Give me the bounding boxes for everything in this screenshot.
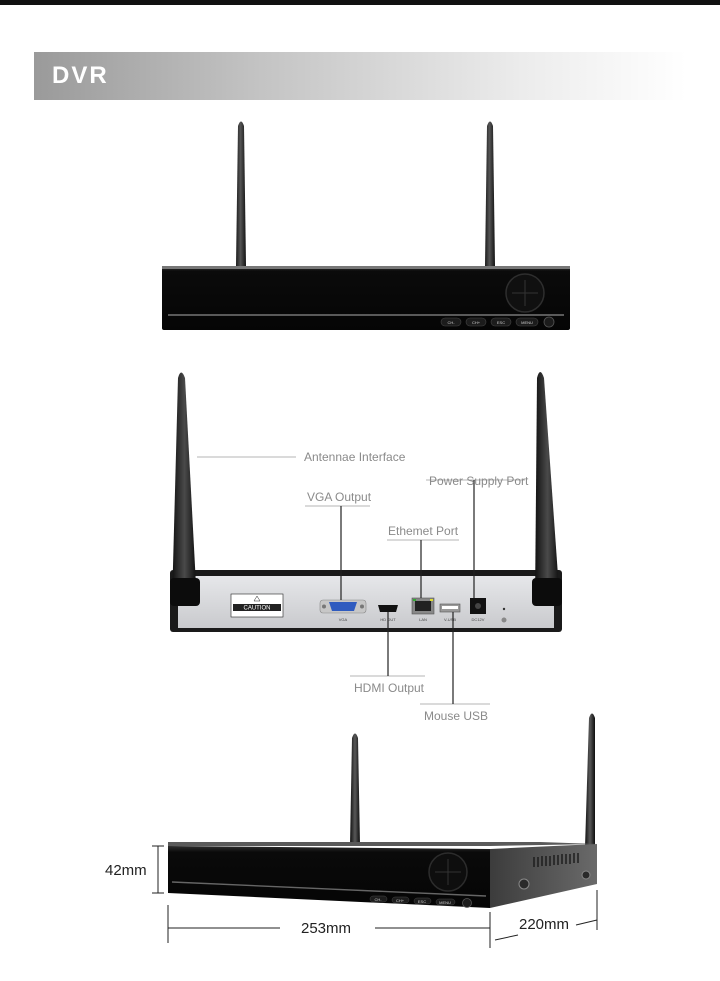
side-screw-icon: [518, 878, 530, 890]
ethernet-port-icon: LAN: [411, 597, 435, 622]
button-label-ch-plus: CH+: [472, 320, 481, 325]
callout-vga-output: VGA Output: [307, 490, 372, 504]
side-vents-icon: [533, 853, 579, 867]
rear-antenna-right: [535, 372, 560, 604]
dvr-rear-view: CAUTION VGA HD OUT LAN V-USB DC12V: [170, 372, 562, 705]
port-label-usb: V-USB: [444, 617, 456, 622]
port-label-lan: LAN: [419, 617, 427, 622]
caution-label: CAUTION: [244, 606, 271, 612]
dimension-height: 42mm: [105, 862, 147, 879]
callout-mouse-usb: Mouse USB: [424, 709, 489, 723]
power-button-icon: [543, 316, 555, 328]
callout-antennae-interface: Antennae Interface: [304, 450, 406, 464]
power-port-icon: DC12V: [470, 598, 486, 622]
button-label-menu: MENU: [521, 320, 533, 325]
perspective-direction-pad: [428, 852, 468, 892]
banner-title: DVR: [52, 62, 109, 89]
caution-sticker: CAUTION: [230, 593, 284, 618]
perspective-side-face: [490, 844, 597, 908]
antenna-left: [236, 121, 246, 266]
perspective-button-esc: ESC: [418, 899, 426, 904]
usb-port-icon: V-USB: [439, 603, 461, 622]
antenna-right: [485, 121, 495, 266]
perspective-front-buttons: CH- CH+ ESC MENU: [369, 895, 472, 908]
callout-power-supply-port: Power Supply Port: [429, 474, 529, 488]
perspective-antenna-left: [350, 733, 360, 846]
button-label-ch-minus: CH-: [447, 320, 455, 325]
dvr-front-view: CH- CH+ ESC MENU: [162, 121, 570, 330]
side-screw-icon-2: [581, 870, 591, 880]
callout-ethernet-port: Ethemet Port: [388, 524, 459, 538]
vga-port-icon: VGA: [319, 599, 367, 622]
dimension-lines: [152, 845, 598, 948]
callout-stems: [340, 480, 475, 704]
front-buttons: CH- CH+ ESC MENU: [440, 316, 555, 328]
perspective-antenna-right: [585, 713, 595, 848]
section-banner: DVR: [34, 52, 686, 100]
ground-screw-icon: [501, 617, 507, 623]
perspective-button-ch-minus: CH-: [374, 897, 382, 902]
dimension-depth: 220mm: [519, 916, 570, 933]
dimension-width: 253mm: [301, 920, 352, 937]
direction-pad: [505, 273, 545, 313]
port-label-vga: VGA: [339, 617, 348, 622]
rear-antenna-left: [172, 372, 197, 604]
port-label-dc: DC12V: [472, 617, 485, 622]
top-bar: [0, 0, 720, 5]
perspective-power-button-icon: [462, 898, 472, 908]
perspective-button-ch-plus: CH+: [396, 898, 405, 903]
callout-hdmi-output: HDMI Output: [354, 681, 425, 695]
button-label-esc: ESC: [497, 320, 505, 325]
perspective-button-menu: MENU: [439, 900, 451, 905]
